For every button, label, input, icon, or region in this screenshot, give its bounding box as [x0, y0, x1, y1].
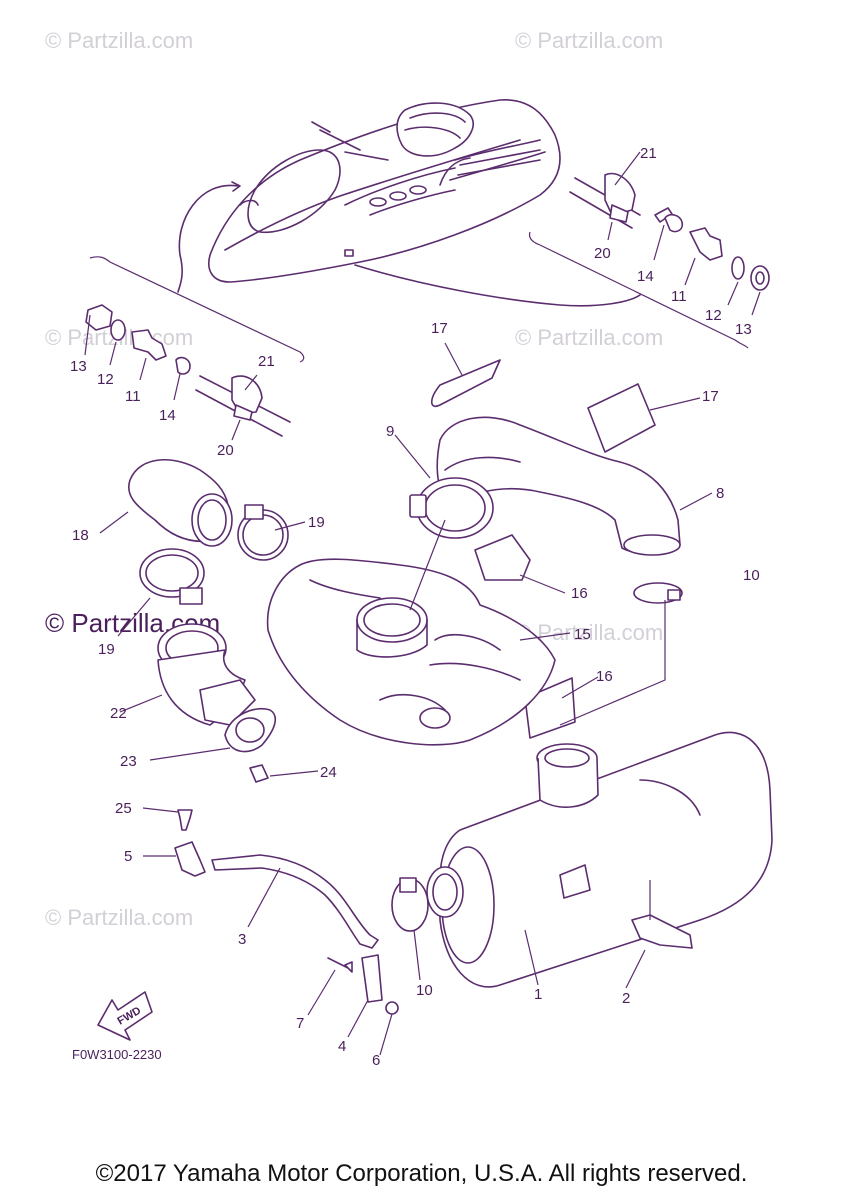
callout-label: 17: [702, 388, 719, 405]
part-19-clamp: [237, 504, 289, 561]
callout-label: 24: [320, 764, 337, 781]
callout-label: 11: [671, 288, 687, 305]
callout-label: 19: [98, 641, 115, 658]
callout-label: 17: [431, 320, 448, 337]
callout-label: 7: [296, 1015, 304, 1032]
part-3-strap: [211, 854, 379, 949]
callout-label: 12: [97, 371, 114, 388]
watermark: © Partzilla.com: [515, 28, 663, 53]
callout-label: 22: [110, 705, 127, 722]
watermark: © Partzilla.com: [45, 905, 193, 930]
fitting-group-left: [85, 304, 291, 437]
callout-label: 21: [258, 353, 275, 370]
part-17-pad: [430, 359, 501, 407]
part-24-bolt: [249, 764, 269, 783]
callout-label: 15: [574, 626, 591, 643]
callout-label: 1: [534, 986, 542, 1003]
callout-label: 10: [743, 567, 760, 584]
diagram-code: F0W3100-2230: [72, 1047, 162, 1062]
callout-label: 11: [125, 388, 141, 405]
callout-label: 23: [120, 753, 137, 770]
watermark: © Partzilla.com: [515, 325, 663, 350]
callout-label: 8: [716, 485, 724, 502]
part-6-washer: [385, 1001, 399, 1015]
part-4-plate: [361, 954, 383, 1003]
callout-label: 20: [217, 442, 234, 459]
fwd-arrow-icon: FWD: [97, 991, 153, 1041]
watercraft-illustration: [208, 99, 561, 283]
callout-label: 25: [115, 800, 132, 817]
callout-label: 9: [386, 423, 394, 440]
part-5-bracket: [174, 841, 206, 877]
part-18-hose: [128, 459, 233, 547]
copyright-notice: ©2017 Yamaha Motor Corporation, U.S.A. A…: [95, 1160, 748, 1187]
part-22-elbow: [157, 623, 256, 726]
callout-label: 21: [640, 145, 657, 162]
leader-arrow: [177, 184, 239, 293]
callout-label: 4: [338, 1038, 346, 1055]
part-15-water-box: [266, 558, 556, 746]
part-19-clamp: [139, 548, 205, 605]
callout-label: 14: [159, 407, 176, 424]
part-23-gasket: [224, 708, 277, 753]
part-9-clamp: [409, 477, 494, 539]
callout-label: 10: [416, 982, 433, 999]
callout-label: 14: [637, 268, 654, 285]
part-16-pad: [474, 534, 531, 581]
part-10-clamp: [391, 877, 429, 932]
callout-label: 16: [596, 668, 613, 685]
part-25-screw: [177, 809, 193, 831]
fitting-group-right: [569, 172, 770, 291]
part-7-pin: [327, 957, 353, 973]
callout-label: 13: [735, 321, 752, 338]
callout-label: 18: [72, 527, 89, 544]
part-1-muffler: [426, 731, 773, 988]
callout-label: 5: [124, 848, 132, 865]
callout-label: 3: [238, 931, 246, 948]
watermark: © Partzilla.com: [45, 28, 193, 53]
callout-label: 2: [622, 990, 630, 1007]
callout-label: 6: [372, 1052, 380, 1069]
callout-label: 13: [70, 358, 87, 375]
callout-label: 19: [308, 514, 325, 531]
callout-label: 20: [594, 245, 611, 262]
callout-label: 16: [571, 585, 588, 602]
part-17-pad: [587, 383, 656, 453]
part-10-clamp: [633, 582, 683, 604]
callout-label: 12: [705, 307, 722, 324]
